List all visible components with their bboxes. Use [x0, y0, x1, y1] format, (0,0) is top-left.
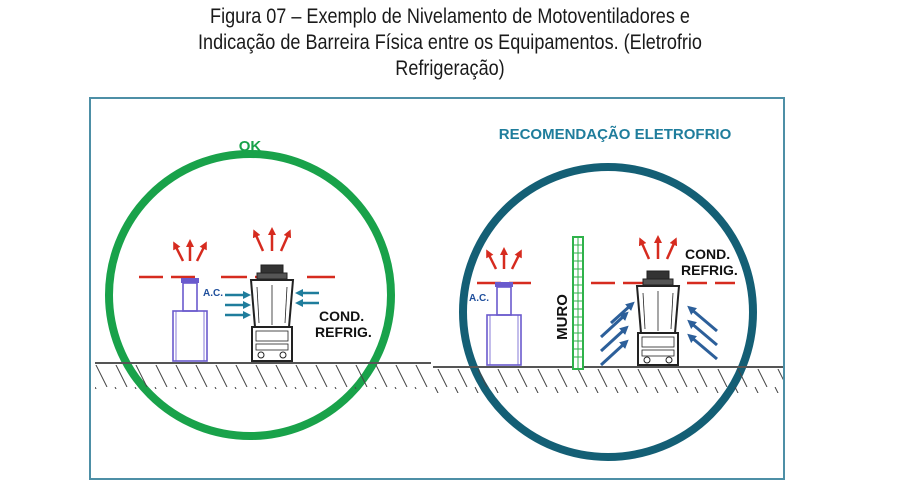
muro-label: MURO: [554, 294, 571, 340]
ground-hatch-left: [95, 365, 431, 389]
exhaust-arrows-ac-right: [486, 247, 522, 270]
recommendation-title: RECOMENDAÇÃO ELETROFRIO: [499, 125, 732, 143]
ok-title: OK: [239, 138, 262, 155]
ac-unit-right: [486, 282, 522, 366]
caption-line-2: Indicação de Barreira Física entre os Eq…: [198, 31, 702, 54]
ground-hatch-right: [433, 369, 783, 393]
caption-line-3: Refrigeração): [395, 57, 505, 80]
left-panel-ok: OK A.C.: [95, 138, 431, 440]
exhaust-arrows-cond-right: [638, 235, 678, 260]
exhaust-arrows-ac-left: [173, 239, 207, 262]
cond-label-right-line2: REFRIG.: [681, 262, 738, 278]
intake-arrows-right-right-side: [687, 305, 718, 361]
muro-wall: [572, 236, 584, 370]
ac-unit-left: [172, 278, 208, 362]
intake-arrows-left: [225, 289, 319, 319]
caption-line-1: Figura 07 – Exemplo de Nivelamento de Mo…: [210, 5, 690, 28]
recommendation-circle: [459, 163, 757, 461]
ac-label-right: A.C.: [469, 293, 489, 304]
intake-arrows-right-left-side: [599, 301, 635, 367]
ok-circle: [105, 150, 395, 440]
condenser-unit-left: [249, 264, 295, 362]
right-panel-recommendation: RECOMENDAÇÃO ELETROFRIO A.C.: [433, 125, 783, 461]
cond-label-left-line2: REFRIG.: [315, 324, 372, 340]
condenser-unit-right: [635, 270, 681, 366]
figure-frame: OK A.C.: [89, 97, 785, 480]
ac-label-left: A.C.: [203, 288, 223, 299]
diagram-canvas: OK A.C.: [95, 125, 783, 461]
figure-caption: Figura 07 – Exemplo de Nivelamento de Mo…: [140, 4, 759, 82]
cond-label-left-line1: COND.: [319, 308, 364, 324]
exhaust-arrows-cond-left: [252, 227, 292, 252]
cond-label-right-line1: COND.: [685, 246, 730, 262]
